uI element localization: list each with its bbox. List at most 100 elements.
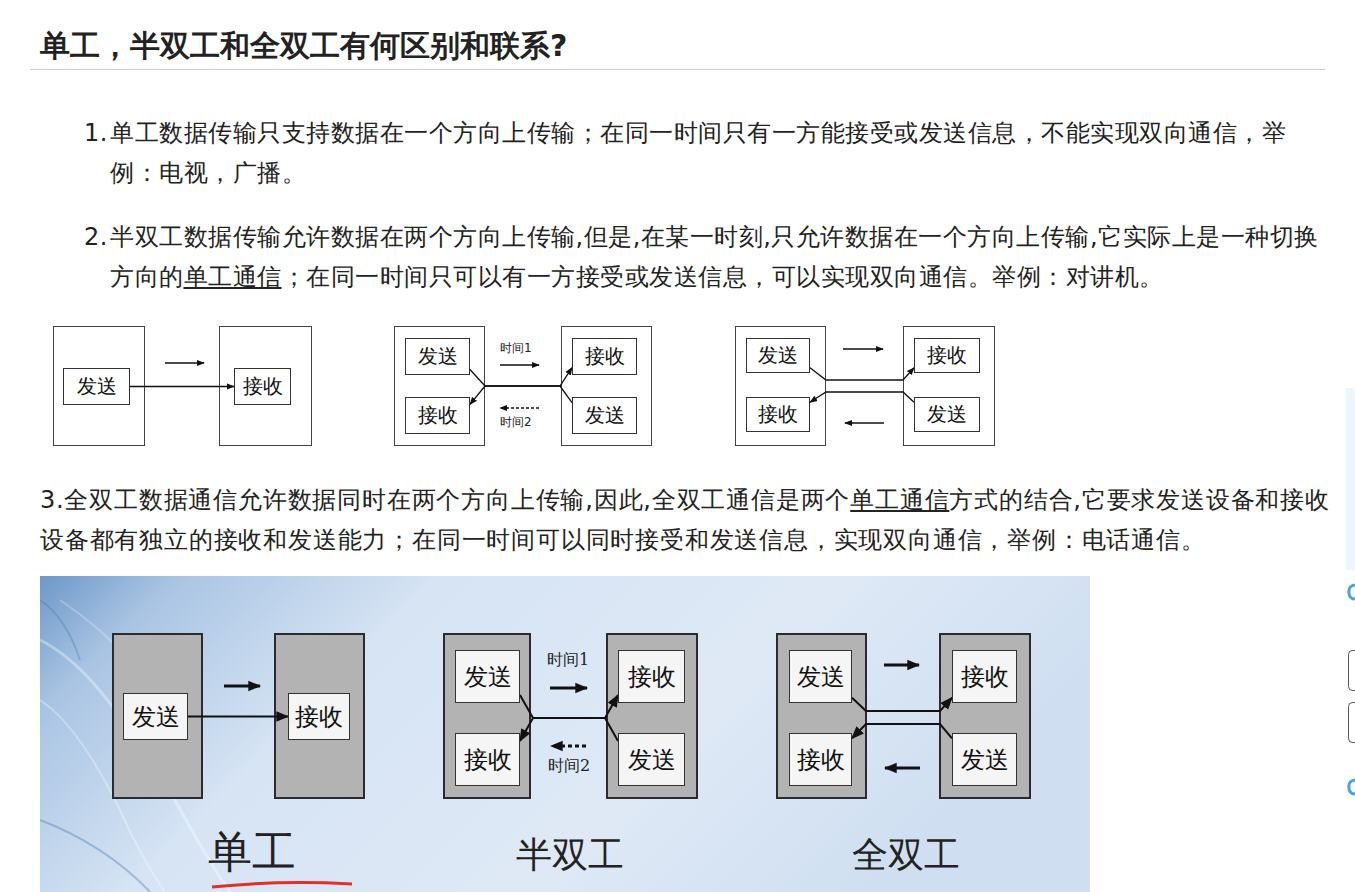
body-text: ；在同一时间只可以有一方接受或发送信息，可以实现双向通信。举例：对讲机。 <box>282 263 1164 291</box>
link-text: 单工通信 <box>184 263 282 291</box>
direction-arrow <box>224 685 260 688</box>
text-paragraph: 单工数据传输只支持数据在一个方向上传输；在同一时间只有一方能接受或发送信息，不能… <box>110 113 1325 193</box>
unit-box: 接收 <box>789 733 852 786</box>
unit-label: 接收 <box>758 401 798 428</box>
background-sketch <box>40 820 150 892</box>
list-number: 2. <box>84 223 108 251</box>
signal-line <box>188 716 288 718</box>
time-label: 时间1 <box>547 650 589 669</box>
unit-box: 发送 <box>123 693 188 740</box>
unit-label: 接收 <box>585 343 625 370</box>
direction-arrow <box>551 745 586 748</box>
time-label: 时间2 <box>500 415 532 429</box>
signal-line <box>470 386 572 404</box>
unit-box-small: 发送 <box>914 397 980 432</box>
side-button <box>1349 703 1355 743</box>
signal-line <box>852 698 952 711</box>
side-button <box>1349 651 1355 691</box>
time-label: 时间1 <box>500 341 532 355</box>
device-box <box>940 634 1030 798</box>
unit-box: 接收 <box>288 693 350 740</box>
mode-caption: 半双工 <box>516 833 624 876</box>
unit-label: 发送 <box>132 701 180 733</box>
signal-line <box>130 386 234 387</box>
unit-label: 发送 <box>797 661 845 693</box>
device-box <box>444 634 530 798</box>
page-title: 单工，半双工和全双工有何区别和联系? <box>40 26 567 67</box>
unit-label: 发送 <box>961 744 1009 776</box>
direction-arrow <box>845 422 884 424</box>
signal-line <box>810 392 914 402</box>
text-paragraph: 2. <box>84 217 110 257</box>
unit-label: 发送 <box>418 343 458 370</box>
unit-label: 接收 <box>464 744 512 776</box>
time-label: 时间2 <box>548 756 590 775</box>
unit-label: 发送 <box>77 373 117 400</box>
direction-arrow <box>884 664 919 667</box>
unit-label: 接收 <box>927 342 967 369</box>
text-paragraph: 1. <box>84 113 110 153</box>
unit-label: 接收 <box>418 402 458 429</box>
direction-arrow <box>843 348 883 350</box>
mode-caption: 单工 <box>208 826 296 879</box>
unit-box-small: 发送 <box>405 338 470 375</box>
mode-caption: 全双工 <box>852 833 960 876</box>
background-sketch <box>40 600 80 660</box>
unit-label: 发送 <box>585 402 625 429</box>
text-paragraph: 半双工数据传输允许数据在两个方向上传输,但是,在某一时刻,只允许数据在一个方向上… <box>110 217 1325 297</box>
unit-box-small: 接收 <box>405 397 470 434</box>
unit-box: 接收 <box>618 650 685 703</box>
direction-arrow <box>165 362 204 364</box>
signal-line <box>852 724 952 738</box>
body-text: 3.全双工数据通信允许数据同时在两个方向上传输,因此,全双工通信是两个 <box>40 486 850 514</box>
unit-label: 接收 <box>628 661 676 693</box>
unit-label: 接收 <box>295 701 343 733</box>
device-box <box>777 634 866 798</box>
side-icon <box>1349 780 1355 794</box>
heading-rule <box>30 69 1325 70</box>
unit-label: 发送 <box>628 744 676 776</box>
device-box <box>395 327 485 446</box>
unit-label: 发送 <box>758 342 798 369</box>
link-text: 单工通信 <box>850 486 949 514</box>
signal-line <box>520 718 618 741</box>
unit-box-small: 发送 <box>572 397 637 434</box>
body-text: 单工数据传输只支持数据在一个方向上传输；在同一时间只有一方能接受或发送信息，不能… <box>110 119 1286 187</box>
device-box <box>220 327 312 446</box>
unit-box-small: 接收 <box>234 368 291 405</box>
unit-box-small: 接收 <box>572 338 637 375</box>
direction-arrow <box>885 767 920 770</box>
unit-box: 发送 <box>455 650 520 703</box>
unit-box-small: 发送 <box>63 368 130 405</box>
direction-arrow <box>500 407 539 409</box>
unit-box: 发送 <box>789 650 852 703</box>
unit-box: 接收 <box>952 650 1017 703</box>
text-paragraph: 3.全双工数据通信允许数据同时在两个方向上传输,因此,全双工通信是两个单工通信方… <box>40 480 1340 560</box>
direction-arrow <box>550 687 587 690</box>
unit-box: 接收 <box>455 733 520 786</box>
list-number: 1. <box>84 119 108 147</box>
side-icon <box>1349 585 1355 599</box>
red-underline <box>212 883 352 887</box>
unit-label: 发送 <box>464 661 512 693</box>
device-box <box>904 327 995 446</box>
signal-line <box>470 368 572 386</box>
unit-label: 接收 <box>961 661 1009 693</box>
unit-label: 接收 <box>243 373 283 400</box>
device-box <box>562 327 652 446</box>
signal-line <box>810 368 914 380</box>
image-ground <box>40 576 1090 892</box>
device-box <box>736 327 826 446</box>
unit-label: 接收 <box>797 744 845 776</box>
unit-box: 发送 <box>618 733 685 786</box>
unit-box: 发送 <box>952 733 1017 786</box>
signal-line <box>520 695 618 718</box>
side-panel <box>1346 388 1355 570</box>
unit-label: 发送 <box>927 401 967 428</box>
device-box <box>607 634 697 798</box>
direction-arrow <box>500 364 539 366</box>
unit-box-small: 发送 <box>746 338 810 373</box>
unit-box-small: 接收 <box>746 397 810 432</box>
unit-box-small: 接收 <box>914 338 980 373</box>
